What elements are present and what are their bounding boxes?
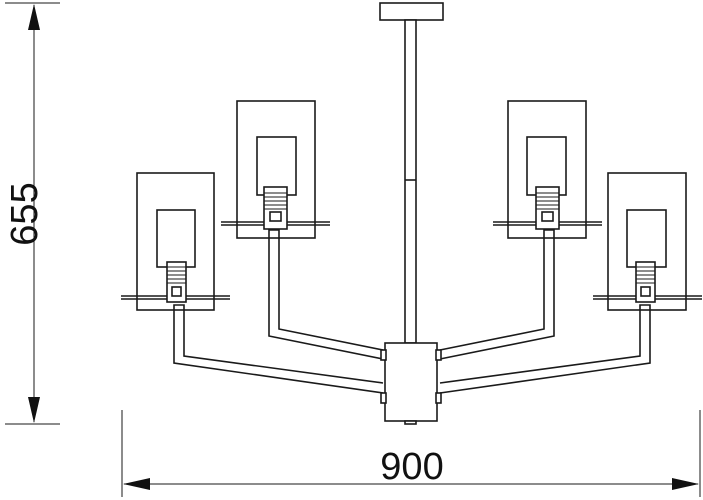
height-label: 655: [4, 182, 46, 245]
width-arrow-right: [672, 478, 699, 490]
width-label: 900: [380, 446, 443, 488]
width-arrow-left: [123, 478, 150, 490]
lamp-shade-outer-left: [121, 172, 230, 311]
lamp-shade-inner-right: [493, 100, 602, 239]
arms: [173, 229, 651, 394]
lamp-shade-inner-left: [221, 100, 330, 239]
height-dimension: 655: [4, 2, 60, 425]
height-arrow-top: [28, 4, 40, 30]
canopy: [379, 2, 444, 21]
height-arrow-bottom: [28, 397, 40, 423]
width-dimension: 900: [121, 410, 701, 497]
ceiling-mount: [379, 2, 444, 344]
down-rod: [404, 19, 417, 344]
central-hub: [380, 342, 442, 425]
lamp-shade-outer-right: [593, 172, 702, 311]
